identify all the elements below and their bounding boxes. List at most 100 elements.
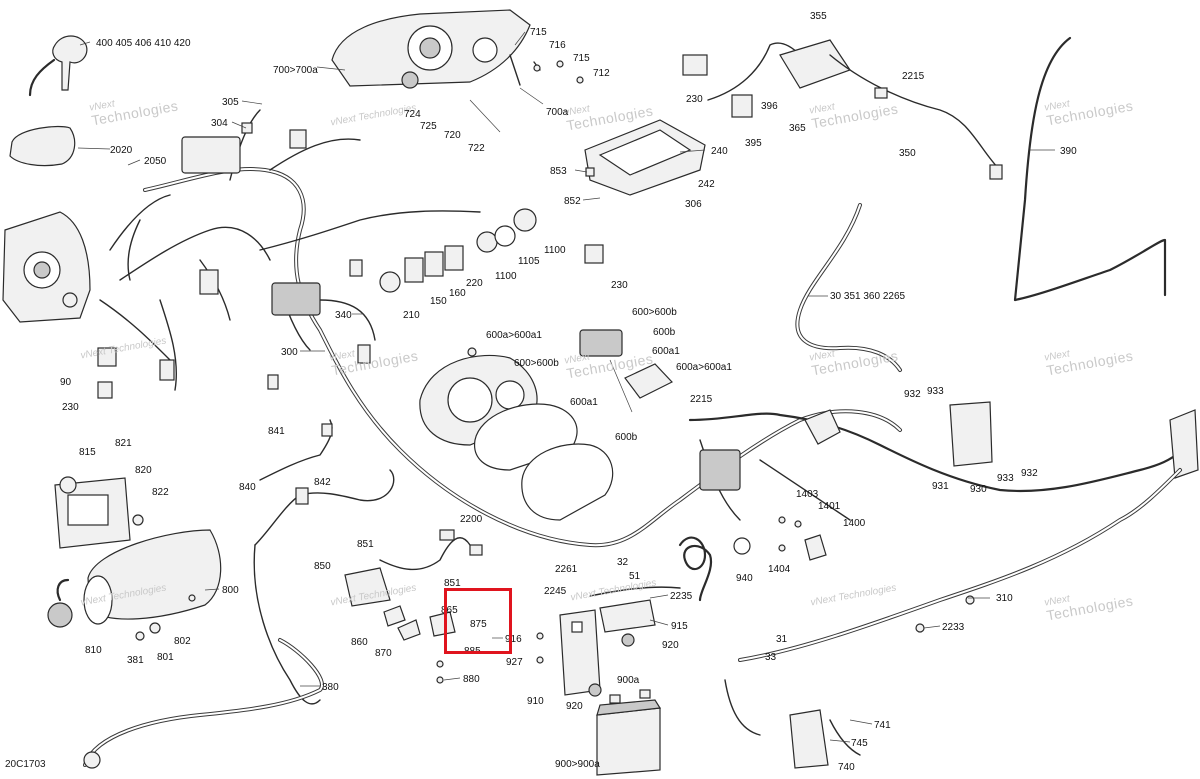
part-label-l600a600a1a[interactable]: 600a>600a1	[486, 330, 542, 341]
part-label-l300[interactable]: 300	[281, 347, 298, 358]
part-label-l715b[interactable]: 715	[573, 53, 590, 64]
part-label-l395[interactable]: 395	[745, 138, 762, 149]
part-label-l933b[interactable]: 933	[997, 473, 1014, 484]
part-label-l600a600a1b[interactable]: 600a>600a1	[676, 362, 732, 373]
part-label-l390[interactable]: 390	[1060, 146, 1077, 157]
part-label-l822[interactable]: 822	[152, 487, 169, 498]
part-label-l2200[interactable]: 2200	[460, 514, 483, 525]
part-label-l400[interactable]: 400 405 406 410 420	[96, 38, 191, 49]
part-label-l820[interactable]: 820	[135, 465, 152, 476]
part-label-l802[interactable]: 802	[174, 636, 191, 647]
part-label-l306[interactable]: 306	[685, 199, 702, 210]
part-label-l240[interactable]: 240	[711, 146, 728, 157]
part-label-l745[interactable]: 745	[851, 738, 868, 749]
part-label-l810[interactable]: 810	[85, 645, 102, 656]
part-label-l220[interactable]: 220	[466, 278, 483, 289]
part-label-l720[interactable]: 720	[444, 130, 461, 141]
part-label-l910[interactable]: 910	[527, 696, 544, 707]
part-label-l927[interactable]: 927	[506, 657, 523, 668]
part-label-l815[interactable]: 815	[79, 447, 96, 458]
part-label-l852[interactable]: 852	[564, 196, 581, 207]
part-label-l725[interactable]: 725	[420, 121, 437, 132]
part-label-l2245[interactable]: 2245	[544, 586, 567, 597]
part-label-l600a1b[interactable]: 600a1	[570, 397, 598, 408]
part-label-l870[interactable]: 870	[375, 648, 392, 659]
part-label-l931[interactable]: 931	[932, 481, 949, 492]
part-label-l801[interactable]: 801	[157, 652, 174, 663]
part-label-l700a[interactable]: 700a	[546, 107, 569, 118]
part-label-l2233[interactable]: 2233	[942, 622, 965, 633]
part-label-l380[interactable]: 380	[322, 682, 339, 693]
part-label-l31[interactable]: 31	[776, 634, 788, 645]
part-label-l230b[interactable]: 230	[611, 280, 628, 291]
part-label-l880[interactable]: 880	[463, 674, 480, 685]
part-label-l741[interactable]: 741	[874, 720, 891, 731]
part-label-l350[interactable]: 350	[899, 148, 916, 159]
part-label-l821[interactable]: 821	[115, 438, 132, 449]
part-label-l900a[interactable]: 900a	[617, 675, 640, 686]
part-label-l933a[interactable]: 933	[927, 386, 944, 397]
part-label-l900[interactable]: 900>900a	[555, 759, 600, 770]
part-label-l1403[interactable]: 1403	[796, 489, 819, 500]
part-label-l851a[interactable]: 851	[357, 539, 374, 550]
part-label-l1100a[interactable]: 1100	[544, 245, 566, 256]
part-label-l2050[interactable]: 2050	[144, 156, 167, 167]
part-label-l365[interactable]: 365	[789, 123, 806, 134]
part-label-l310[interactable]: 310	[996, 593, 1013, 604]
part-label-l340[interactable]: 340	[335, 310, 352, 321]
part-label-l1105[interactable]: 1105	[518, 256, 540, 267]
part-label-l33[interactable]: 33	[765, 652, 777, 663]
part-label-l230c[interactable]: 230	[62, 402, 79, 413]
part-label-l853[interactable]: 853	[550, 166, 567, 177]
part-label-l842[interactable]: 842	[314, 477, 331, 488]
part-label-l841[interactable]: 841	[268, 426, 285, 437]
part-label-l210[interactable]: 210	[403, 310, 420, 321]
part-label-l930[interactable]: 930	[970, 484, 987, 495]
part-label-l1400[interactable]: 1400	[843, 518, 866, 529]
part-label-l32[interactable]: 32	[617, 557, 629, 568]
part-label-l355[interactable]: 355	[810, 11, 827, 22]
part-label-l242[interactable]: 242	[698, 179, 715, 190]
part-label-l724[interactable]: 724	[404, 109, 421, 120]
part-label-l915[interactable]: 915	[671, 621, 688, 632]
part-label-l940[interactable]: 940	[736, 573, 753, 584]
part-label-l600a1a[interactable]: 600a1	[652, 346, 680, 357]
part-label-l1100b[interactable]: 1100	[495, 271, 517, 282]
part-label-l600600b2[interactable]: 600>600b	[514, 358, 559, 369]
part-label-l715a[interactable]: 715	[530, 27, 547, 38]
part-label-l1404[interactable]: 1404	[768, 564, 791, 575]
part-label-l800[interactable]: 800	[222, 585, 239, 596]
part-label-l716[interactable]: 716	[549, 40, 566, 51]
part-label-l600b2[interactable]: 600b	[615, 432, 638, 443]
part-label-l700[interactable]: 700>700a	[273, 65, 318, 76]
part-label-l150[interactable]: 150	[430, 296, 447, 307]
part-label-l396[interactable]: 396	[761, 101, 778, 112]
part-label-l916[interactable]: 916	[505, 634, 522, 645]
part-label-l304[interactable]: 304	[211, 118, 228, 129]
part-label-l600600b[interactable]: 600>600b	[632, 307, 677, 318]
part-label-l850[interactable]: 850	[314, 561, 331, 572]
part-label-l381[interactable]: 381	[127, 655, 144, 666]
part-label-l2265[interactable]: 30 351 360 2265	[830, 291, 906, 302]
part-label-l2215b[interactable]: 2215	[690, 394, 713, 405]
part-label-l2215a[interactable]: 2215	[902, 71, 925, 82]
part-label-l160[interactable]: 160	[449, 288, 466, 299]
part-label-l932b[interactable]: 932	[1021, 468, 1038, 479]
part-label-l722[interactable]: 722	[468, 143, 485, 154]
part-label-l2235[interactable]: 2235	[670, 591, 693, 602]
part-label-l740[interactable]: 740	[838, 762, 855, 773]
part-label-l851b[interactable]: 851	[444, 578, 461, 589]
part-label-l875[interactable]: 875	[470, 619, 487, 630]
part-label-l920a[interactable]: 920	[662, 640, 679, 651]
part-label-l1401[interactable]: 1401	[818, 501, 841, 512]
part-label-l51[interactable]: 51	[629, 571, 641, 582]
part-label-l305[interactable]: 305	[222, 97, 239, 108]
part-label-l2020[interactable]: 2020	[110, 145, 133, 156]
part-label-l932a[interactable]: 932	[904, 389, 921, 400]
part-label-l920b[interactable]: 920	[566, 701, 583, 712]
part-label-l2261[interactable]: 2261	[555, 564, 578, 575]
part-label-l230a[interactable]: 230	[686, 94, 703, 105]
part-label-l840[interactable]: 840	[239, 482, 256, 493]
part-label-l600b1[interactable]: 600b	[653, 327, 676, 338]
part-label-l90[interactable]: 90	[60, 377, 72, 388]
